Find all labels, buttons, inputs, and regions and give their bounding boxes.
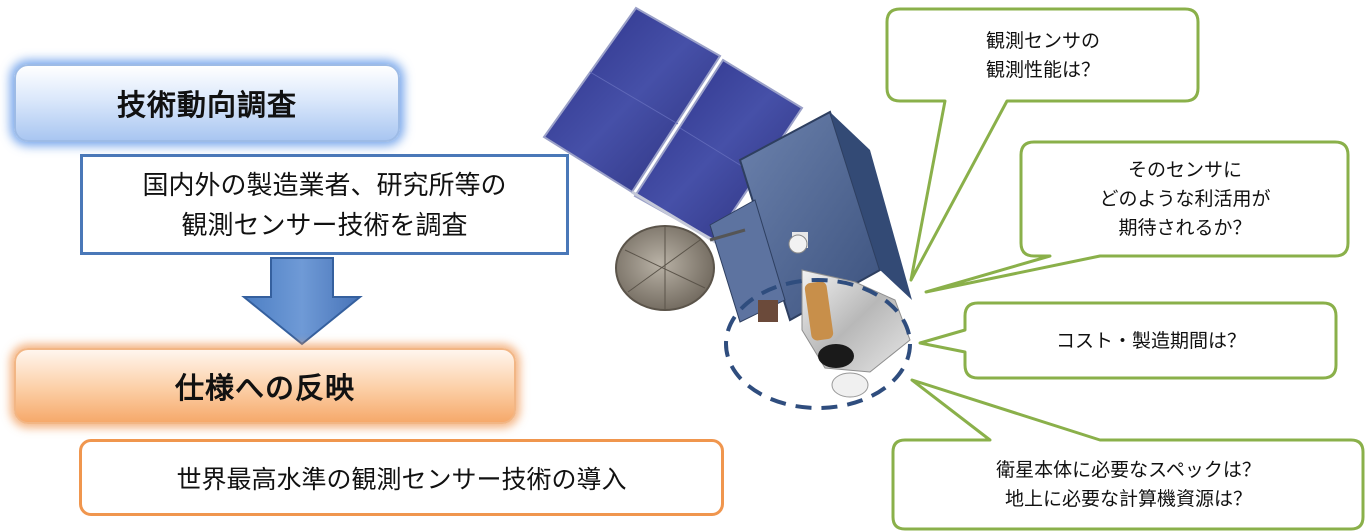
satellite-illustration <box>542 6 912 410</box>
spec-description-box: 世界最高水準の観測センサー技術の導入 <box>79 439 724 516</box>
survey-title: 技術動向調査 <box>116 88 297 122</box>
spec-title-box: 仕様への反映 <box>14 348 516 424</box>
callout-3-line1: コスト・製造期間は？ <box>1055 329 1246 352</box>
survey-desc-line1: 国内外の製造業者、研究所等の <box>142 171 507 201</box>
callout-system-requirements: 衛星本体に必要なスペックは？ 地上に必要な計算機資源は？ <box>896 443 1361 527</box>
callout-1-line2: 観測性能は？ <box>985 58 1100 81</box>
spec-title: 仕様への反映 <box>174 371 355 405</box>
callout-1-shape <box>885 7 1200 282</box>
antenna-dish <box>615 225 746 311</box>
callout-2-line3: 期待されるか？ <box>1118 217 1252 239</box>
callout-sensor-performance: 観測センサの 観測性能は？ <box>890 12 1196 99</box>
callout-4-line1: 衛星本体に必要なスペックは？ <box>996 459 1261 481</box>
callout-2-line1: そのセンサに <box>1127 159 1242 181</box>
down-arrow-icon <box>241 257 363 346</box>
callout-2-line2: どのような利活用が <box>1099 188 1271 210</box>
callout-cost-period: コスト・製造期間は？ <box>968 306 1334 376</box>
survey-description-box: 国内外の製造業者、研究所等の 観測センサー技術を調査 <box>80 154 569 255</box>
callout-2-shape <box>924 140 1350 294</box>
callout-3-shape <box>918 301 1338 380</box>
callout-4-shape <box>891 378 1365 531</box>
sensor-module <box>758 269 911 398</box>
callout-4-line2: 地上に必要な計算機資源は？ <box>1004 488 1252 510</box>
spec-desc: 世界最高水準の観測センサー技術の導入 <box>176 464 627 494</box>
survey-title-box: 技術動向調査 <box>14 64 400 142</box>
sensor-highlight-circle <box>724 278 912 410</box>
callout-sensor-utilization: そのセンサに どのような利活用が 期待されるか？ <box>1024 145 1346 254</box>
callout-1-line1: 観測センサの <box>985 29 1100 52</box>
survey-desc-line2: 観測センサー技術を調査 <box>181 211 468 241</box>
